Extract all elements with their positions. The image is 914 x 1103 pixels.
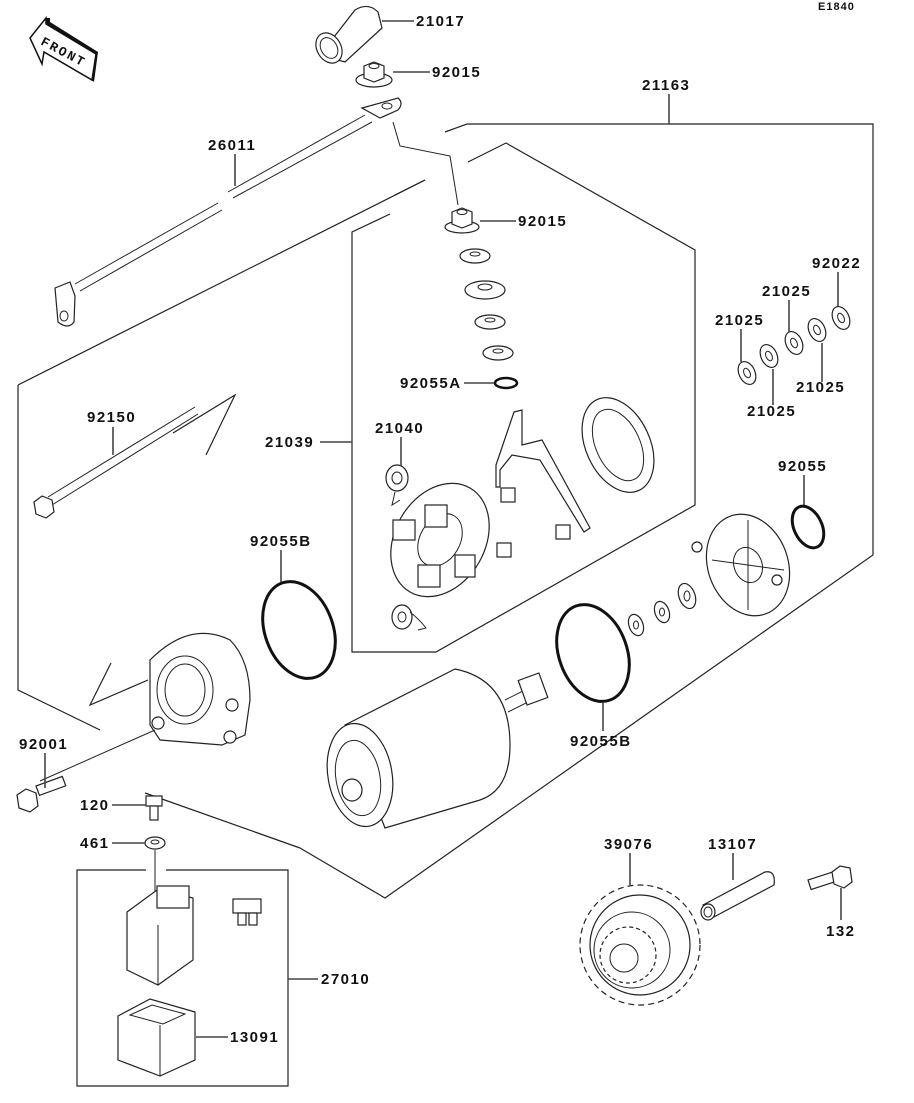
starter-idle-gear-part — [579, 884, 701, 1006]
callout-39076[interactable]: 39076 — [604, 836, 653, 853]
thrust-washer-part — [627, 582, 697, 637]
cover-ring-part — [581, 397, 655, 493]
washer-hole — [150, 839, 160, 845]
shim-washer-part — [737, 306, 851, 385]
nut-part — [444, 207, 480, 234]
o-ring-92055A-part — [493, 376, 519, 390]
callout-26011[interactable]: 26011 — [208, 137, 256, 154]
terminal-boot-part — [315, 5, 383, 64]
mounting-bolt-part — [16, 775, 67, 813]
front-cover-part — [149, 632, 251, 746]
guide-arrow — [172, 393, 237, 456]
o-ring-92055B-part — [555, 603, 631, 703]
washer-part — [144, 836, 166, 850]
callout-13107[interactable]: 13107 — [708, 836, 757, 853]
assembly-outline-21039 — [351, 142, 696, 653]
callout-21025[interactable]: 21025 — [796, 379, 845, 396]
motor-yoke-part — [326, 668, 549, 829]
fuse-part — [232, 898, 262, 926]
callout-21017[interactable]: 21017 — [416, 13, 465, 30]
brush-spring-part — [391, 604, 427, 631]
callout-21163[interactable]: 21163 — [642, 77, 690, 94]
brush-plate-part — [495, 409, 591, 540]
callout-92150[interactable]: 92150 — [87, 409, 136, 426]
callout-92055A[interactable]: 92055A — [400, 375, 462, 392]
nut-part — [355, 61, 393, 88]
brush-spring-part — [385, 464, 409, 507]
bolt-guide-line — [39, 729, 156, 782]
relay-cover-part — [117, 998, 196, 1077]
gear-shaft-bolt-part — [807, 865, 853, 891]
callout-21025[interactable]: 21025 — [762, 283, 811, 300]
callout-21025[interactable]: 21025 — [715, 312, 764, 329]
through-bolt-part — [33, 406, 199, 519]
washer-stack-part — [459, 248, 514, 361]
o-ring-92055-part — [790, 504, 826, 550]
callout-27010[interactable]: 27010 — [321, 971, 370, 988]
callout-92015[interactable]: 92015 — [518, 213, 567, 230]
callout-92015[interactable]: 92015 — [432, 64, 481, 81]
relay-bolt-part — [145, 795, 163, 821]
o-ring-92055B-part — [261, 580, 337, 680]
callout-92055[interactable]: 92055 — [778, 458, 827, 475]
guide-arrow — [88, 662, 149, 707]
front-arrow-icon: FRONT — [29, 15, 98, 82]
callout-92022[interactable]: 92022 — [812, 255, 861, 272]
brush-holder-part — [390, 482, 512, 598]
figure-code: E1840 — [818, 1, 855, 13]
starter-relay-part — [126, 885, 194, 986]
assembly-outline-27010 — [76, 869, 289, 1087]
callout-92055B[interactable]: 92055B — [570, 733, 632, 750]
callout-21039[interactable]: 21039 — [265, 434, 314, 451]
starter-cable-part — [54, 97, 402, 327]
end-cover-part — [691, 513, 791, 617]
idle-gear-shaft-part — [700, 871, 775, 921]
callout-21040[interactable]: 21040 — [375, 420, 424, 437]
assembly-outline-21163 — [17, 123, 874, 899]
callout-21025[interactable]: 21025 — [747, 403, 796, 420]
cable-route-line — [392, 121, 459, 206]
callout-13091[interactable]: 13091 — [230, 1029, 279, 1046]
callout-92055B[interactable]: 92055B — [250, 533, 312, 550]
callout-132[interactable]: 132 — [826, 923, 856, 940]
callout-461[interactable]: 461 — [80, 835, 110, 852]
leader-lines — [44, 20, 842, 1038]
callout-120[interactable]: 120 — [80, 797, 110, 814]
callout-92001[interactable]: 92001 — [19, 736, 68, 753]
